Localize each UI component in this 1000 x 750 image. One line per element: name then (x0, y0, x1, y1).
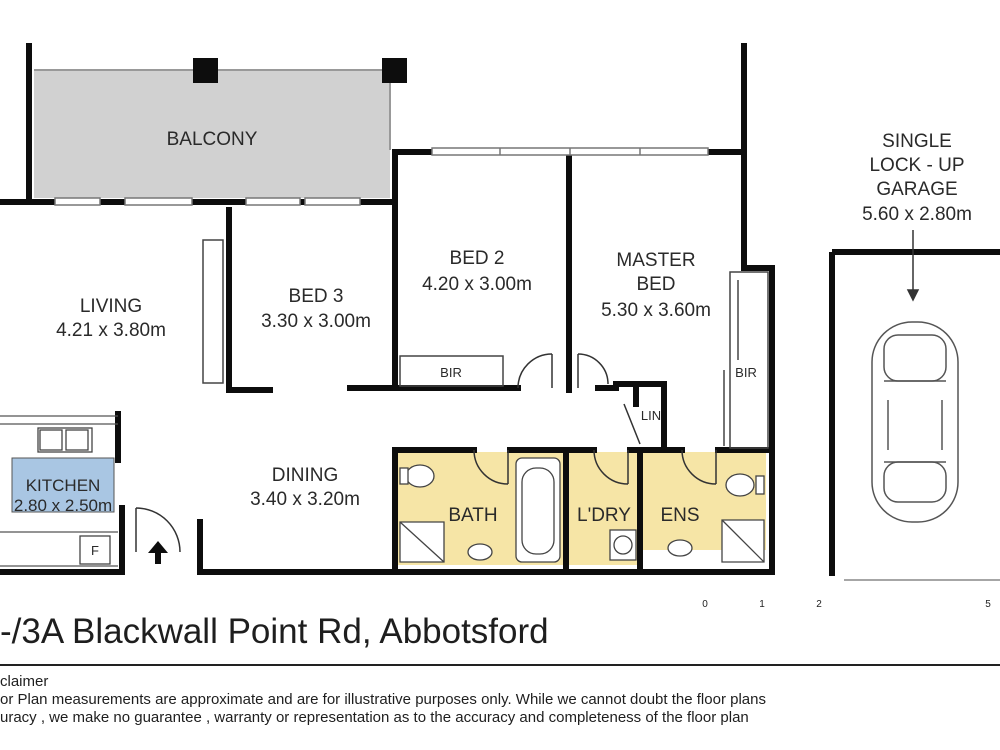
kitchen-area (12, 458, 114, 512)
bir-label: BIR (735, 365, 757, 380)
scale-tick-label: 0 (702, 599, 708, 610)
kitchen-dims: 2.80 x 2.50m (14, 496, 112, 515)
garage-walls (829, 249, 1000, 576)
balcony-label: BALCONY (167, 129, 258, 150)
living-dims: 4.21 x 3.80m (56, 320, 166, 341)
entry-arrow (148, 541, 168, 564)
kitchen-label: KITCHEN (26, 476, 101, 495)
disclaimer-title: claimer (0, 673, 49, 690)
bed2-label: BED 2 (450, 248, 505, 269)
master-label-line1: MASTER (616, 250, 695, 271)
scale-tick-label: 2 (816, 599, 822, 610)
door-swings (135, 353, 717, 553)
master-label-line2: BED (636, 274, 675, 295)
garage-label-line1: SINGLE (882, 131, 952, 152)
property-address: -/3A Blackwall Point Rd, Abbotsford (0, 612, 549, 651)
kitchen-benches (0, 415, 118, 567)
linen-label: LIN (641, 408, 661, 423)
disclaimer-line: or Plan measurements are approximate and… (0, 691, 766, 708)
bed3-label: BED 3 (289, 286, 344, 307)
laundry-label: L'DRY (577, 505, 631, 526)
balcony-area (34, 70, 390, 198)
bath-label: BATH (448, 505, 497, 526)
window-dividers (499, 148, 641, 155)
living-label: LIVING (80, 296, 142, 317)
fridge-label: F (91, 543, 99, 558)
car-icon (871, 321, 959, 523)
scale-tick-label: 1 (759, 599, 765, 610)
floor-plan: BALCONY LIVING 4.21 x 3.80m BED 3 3.30 x… (0, 43, 1000, 610)
bed3-dims: 3.30 x 3.00m (261, 311, 371, 332)
fixtures (37, 427, 765, 565)
garage-arrow (906, 230, 920, 302)
bed2-dims: 4.20 x 3.00m (422, 274, 532, 295)
garage-dims: 5.60 x 2.80m (862, 204, 972, 225)
kitchen-border (11, 457, 115, 513)
disclaimer-line: uracy , we make no guarantee , warranty … (0, 709, 749, 726)
bir-label: BIR (440, 365, 462, 380)
balcony-post (193, 58, 218, 83)
walls (0, 43, 775, 575)
balcony-post (382, 58, 407, 83)
ensuite-label: ENS (660, 505, 699, 526)
dining-dims: 3.40 x 3.20m (250, 489, 360, 510)
scale-tick-label: 5 (985, 599, 991, 610)
built-ins (202, 239, 769, 449)
divider (0, 664, 1000, 666)
master-dims: 5.30 x 3.60m (601, 300, 711, 321)
garage-label-line3: GARAGE (876, 179, 957, 200)
dining-label: DINING (272, 465, 339, 486)
garage-label-line2: LOCK - UP (869, 155, 964, 176)
